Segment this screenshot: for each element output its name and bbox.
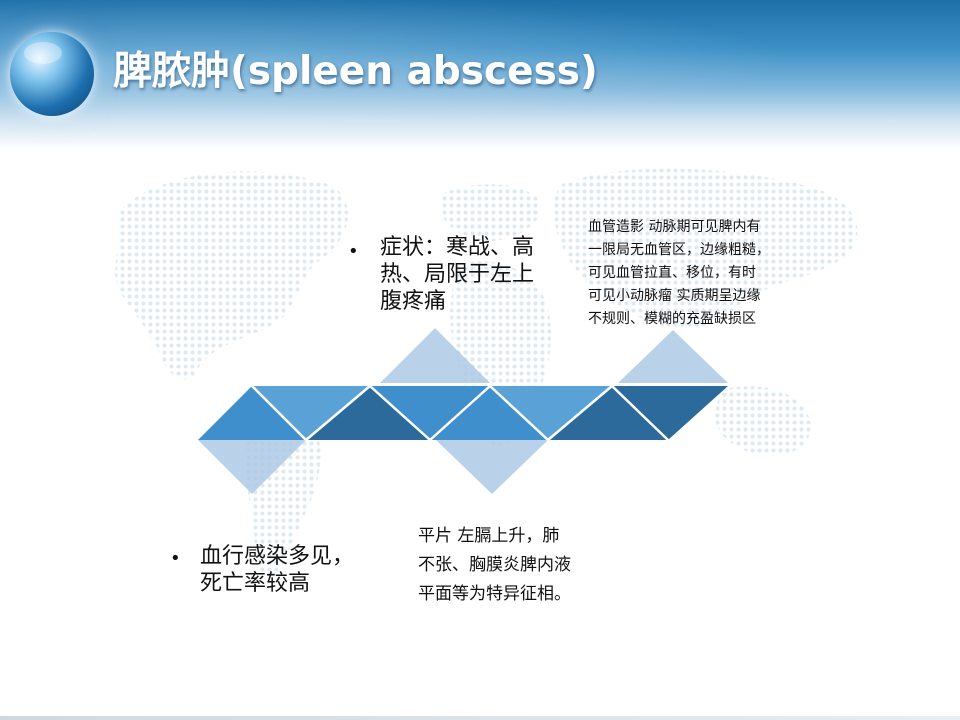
xray-note: 平片 左膈上升，肺 不张、胸膜炎脾内液 平面等为特异征相。	[418, 522, 628, 609]
bullet-marker: •	[348, 241, 359, 262]
triangle-light-bottom-2	[436, 440, 548, 494]
slide-title: 脾脓肿(spleen abscess)	[113, 49, 598, 94]
symptoms-line: 热、局限于左上	[380, 262, 535, 287]
footer-divider	[0, 716, 960, 720]
xray-line: 平面等为特异征相。	[418, 584, 571, 604]
triangle-band-3	[306, 386, 430, 440]
triangle-band-4	[370, 386, 490, 440]
infection-line: 血行感染多见，	[200, 544, 355, 569]
triangle-band-6	[490, 386, 612, 440]
triangle-band-8	[612, 386, 728, 440]
bullet-marker: •	[170, 548, 181, 569]
angiography-line: 一限局无血管区，边缘粗糙，	[588, 242, 770, 258]
angiography-line: 可见小动脉瘤 实质期呈边缘	[588, 288, 761, 304]
infection-text: 血行感染多见， 死亡率较高	[200, 543, 354, 597]
xray-line: 平片 左膈上升，肺	[418, 526, 560, 546]
header-banner	[0, 0, 960, 150]
triangle-band-1	[198, 386, 306, 440]
globe-icon	[10, 32, 94, 116]
xray-line: 不张、胸膜炎脾内液	[418, 555, 571, 575]
angiography-line: 血管造影 动脉期可见脾内有	[588, 219, 761, 235]
angiography-line: 不规则、模糊的充盈缺损区	[588, 311, 756, 327]
triangle-light-top-1	[380, 328, 490, 383]
triangle-band-2	[252, 386, 370, 440]
world-map-background	[115, 168, 858, 577]
triangle-band-7	[548, 386, 668, 440]
header-glow	[0, 0, 960, 150]
symptoms-line: 症状：寒战、高	[380, 235, 535, 260]
triangle-band-5	[430, 386, 548, 440]
triangle-light-top-2	[618, 330, 728, 383]
angiography-line: 可见血管拉直、移位，有时	[588, 265, 756, 281]
symptoms-line: 腹疼痛	[380, 289, 447, 314]
symptoms-text: 症状：寒战、高 热、局限于左上 腹疼痛	[380, 234, 534, 315]
triangle-light-bottom-1	[198, 440, 306, 494]
angiography-note: 血管造影 动脉期可见脾内有 一限局无血管区，边缘粗糙， 可见血管拉直、移位，有时…	[588, 216, 820, 331]
infection-line: 死亡率较高	[200, 571, 311, 596]
